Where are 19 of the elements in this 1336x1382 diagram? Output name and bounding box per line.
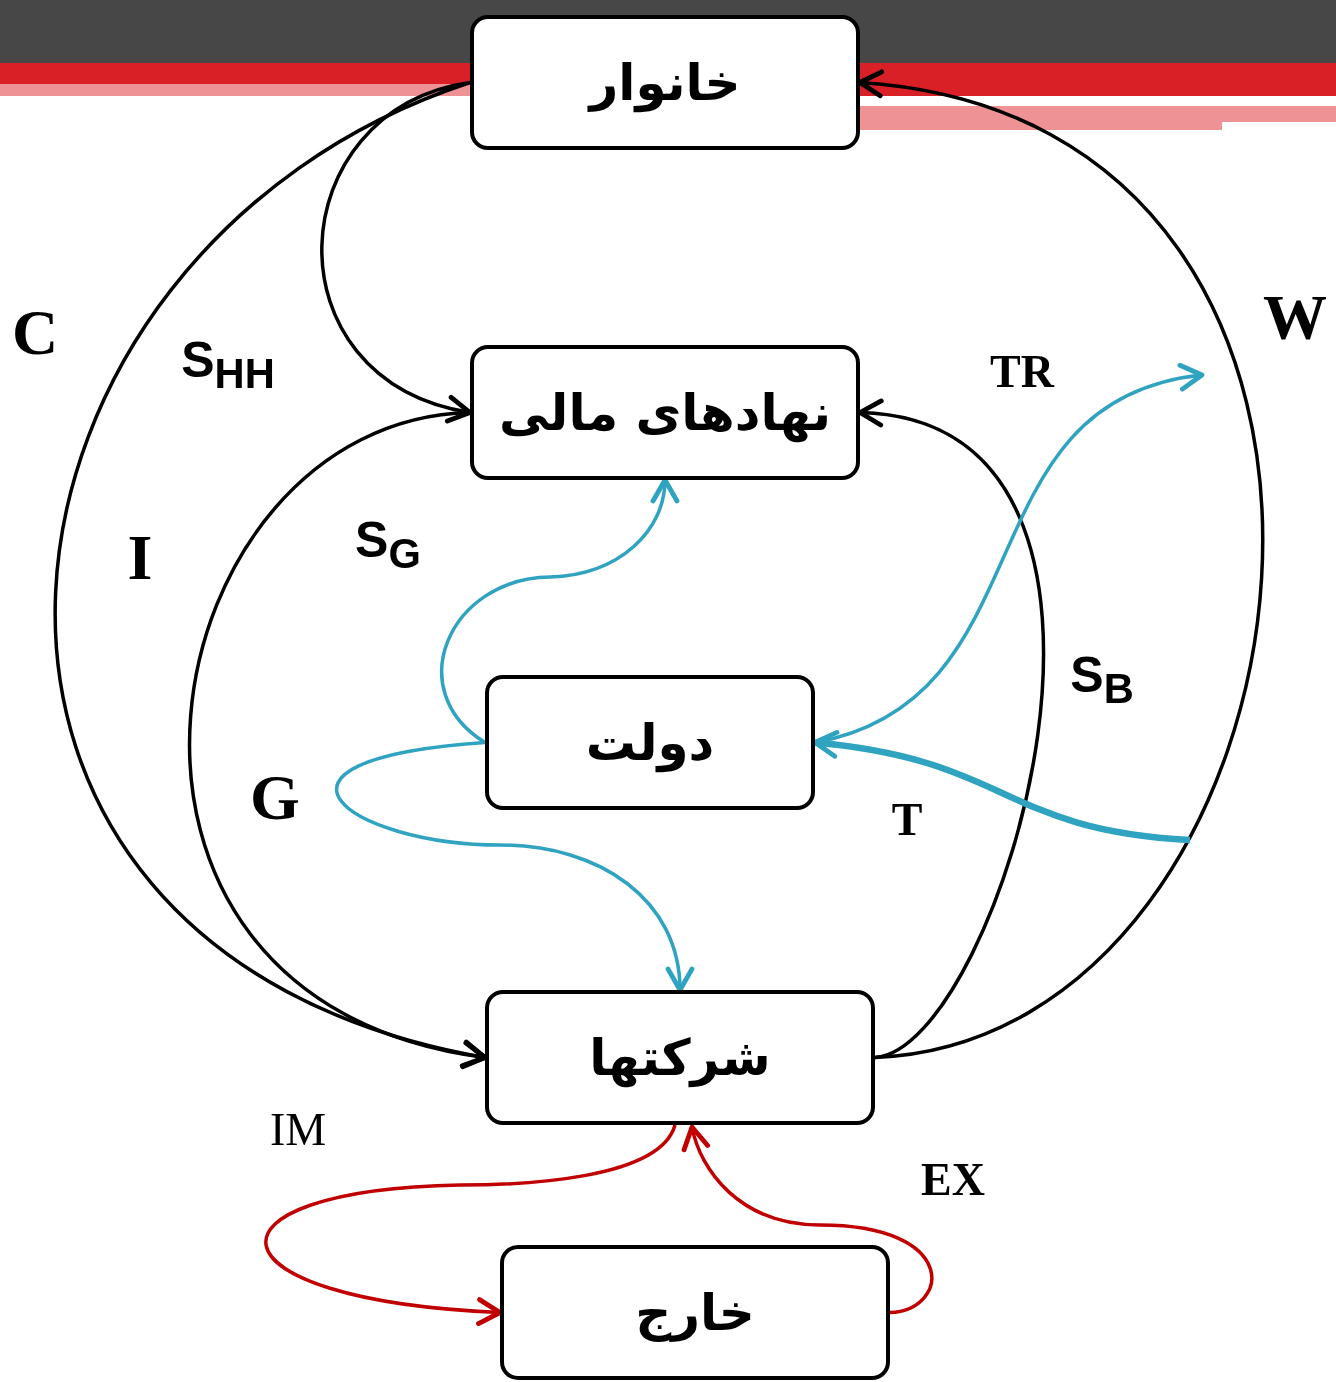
edge-label: EX	[921, 1157, 985, 1203]
process-box: نهادهای مالی	[470, 345, 860, 480]
edge-label: TR	[990, 349, 1054, 395]
edge-label: IM	[269, 1107, 327, 1153]
process-box: خانوار	[470, 15, 860, 150]
arrow	[440, 477, 678, 744]
edge-label: S$_{HH}$	[181, 335, 275, 395]
process-box: خارج	[500, 1245, 890, 1380]
arrow	[335, 740, 693, 993]
edge-label: C	[11, 301, 59, 365]
edge-label: G	[250, 766, 300, 830]
edge-label: S$_{G}$	[355, 515, 421, 575]
edge-label: S$_{B}$	[1070, 650, 1134, 710]
edge-label: I	[127, 526, 153, 590]
process-box: شرکتها	[485, 990, 875, 1125]
arrow	[264, 1124, 677, 1326]
edge-label: W	[1263, 286, 1327, 350]
arrow	[682, 1124, 934, 1315]
process-box: دولت	[485, 675, 815, 810]
